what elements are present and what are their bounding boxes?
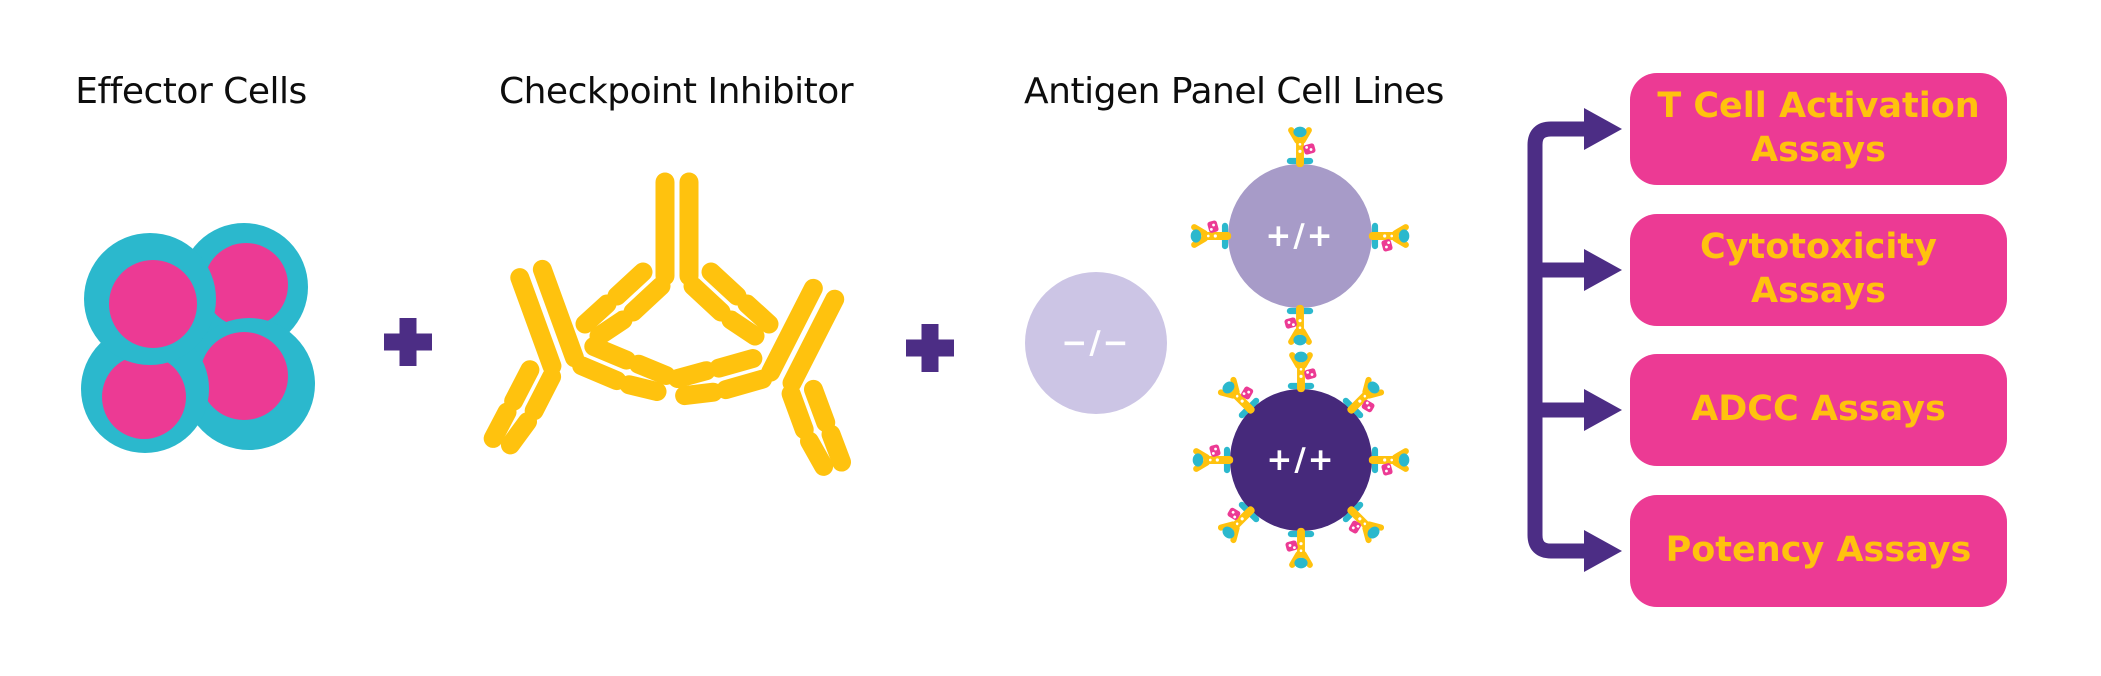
effector-cell (84, 233, 216, 365)
arrow-icon (1584, 108, 1622, 150)
antigen-receptor-icon (1285, 528, 1314, 568)
effector-cells-icon (81, 223, 315, 453)
cell-nucleus (109, 260, 197, 348)
plus-icon (384, 318, 432, 366)
antigen-panel-heading: Antigen Panel Cell Lines (1024, 71, 1444, 112)
antigen-receptor-icon (1193, 444, 1233, 473)
flow-bracket-icon (1527, 108, 1622, 572)
antigen-receptor-icon (1288, 352, 1317, 392)
cell-nucleus (102, 355, 186, 439)
cell-line-negative (1025, 272, 1167, 414)
antigen-receptor-icon (1191, 220, 1231, 249)
antigen-receptor-icon (1369, 447, 1409, 476)
assay-box-cytotoxicity: Cytotoxicity Assays (1630, 214, 2007, 326)
assay-box-potency: Potency Assays (1630, 495, 2007, 607)
genotype-label-positive-medium: +/+ (1265, 218, 1335, 254)
effector-cells-heading: Effector Cells (75, 71, 307, 112)
cell-line-positive-medium (1228, 164, 1372, 308)
arrow-icon (1584, 249, 1622, 291)
assay-box-adcc: ADCC Assays (1630, 354, 2007, 466)
arrow-icon (1584, 530, 1622, 572)
assay-box-t-cell-activation: T Cell Activation Assays (1630, 73, 2007, 185)
antigen-panel-icon (1025, 127, 1409, 569)
assay-label: Potency Assays (1665, 530, 1972, 571)
checkpoint-inhibitor-icon (445, 182, 906, 473)
assay-label: T Cell Activation Assays (1657, 86, 1980, 170)
cell-line-positive-high (1230, 389, 1372, 531)
plus-icon (906, 324, 954, 372)
assay-label: ADCC Assays (1691, 389, 1946, 430)
cell-nucleus (200, 332, 288, 420)
antigen-receptor-icon (1287, 127, 1316, 167)
antibody-icon (585, 182, 769, 336)
assay-label: Cytotoxicity Assays (1700, 227, 1937, 311)
effector-cell (183, 318, 315, 450)
arrow-icon (1584, 389, 1622, 431)
checkpoint-inhibitor-heading: Checkpoint Inhibitor (498, 71, 854, 112)
genotype-label-negative: −/− (1061, 325, 1131, 361)
genotype-label-positive-high: +/+ (1266, 442, 1336, 478)
cell-nucleus (204, 243, 288, 327)
antibody-icon (672, 252, 906, 473)
antigen-receptor-icon (1369, 223, 1409, 252)
antigen-receptor-icon (1284, 305, 1313, 345)
